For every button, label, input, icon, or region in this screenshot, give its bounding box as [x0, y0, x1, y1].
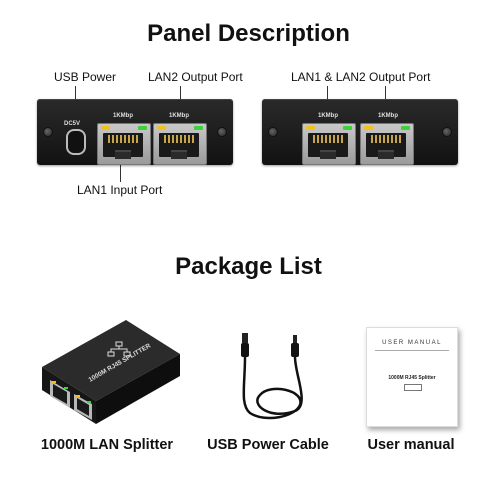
- caption-lan-splitter: 1000M LAN Splitter: [40, 437, 174, 453]
- caption-usb-power-cable: USB Power Cable: [207, 437, 329, 453]
- usb-power-label: USB Power: [54, 70, 117, 84]
- package-list-title: Package List: [175, 253, 322, 280]
- lan-splitter-device-icon: 1000M RJ45 SPLITTER: [42, 320, 180, 424]
- port-speed-label: 1KMbp: [169, 113, 189, 119]
- lan2-output-port-icon: [360, 123, 414, 165]
- lan1-input-port-icon: [97, 123, 151, 165]
- user-manual-icon: USER MANUAL 1000M RJ45 Splitter: [366, 327, 458, 427]
- port-speed-label: 1KMbp: [318, 113, 338, 119]
- lan1-output-port-icon: [302, 123, 356, 165]
- left-panel: DC5V 1KMbp 1KMbp: [37, 99, 233, 165]
- manual-header: USER MANUAL: [382, 340, 442, 346]
- manual-title: 1000M RJ45 Splitter: [388, 375, 436, 381]
- lan1-input-port-label: LAN1 Input Port: [77, 183, 163, 197]
- screw-icon: [43, 127, 53, 137]
- right-panel: 1KMbp 1KMbp: [262, 99, 458, 165]
- port-speed-label: 1KMbp: [113, 113, 133, 119]
- panel-description-title: Panel Description: [147, 20, 350, 47]
- dc-label: DC5V: [64, 121, 81, 127]
- screw-icon: [217, 127, 227, 137]
- usb-c-port-icon: [66, 129, 86, 155]
- caption-user-manual: User manual: [367, 437, 455, 453]
- screw-icon: [442, 127, 452, 137]
- lan1-lan2-output-port-label: LAN1 & LAN2 Output Port: [291, 70, 431, 84]
- port-speed-label: 1KMbp: [378, 113, 398, 119]
- lan2-output-port-label: LAN2 Output Port: [148, 70, 243, 84]
- lan2-output-port-icon: [153, 123, 207, 165]
- usb-cable-icon: [241, 333, 303, 420]
- screw-icon: [268, 127, 278, 137]
